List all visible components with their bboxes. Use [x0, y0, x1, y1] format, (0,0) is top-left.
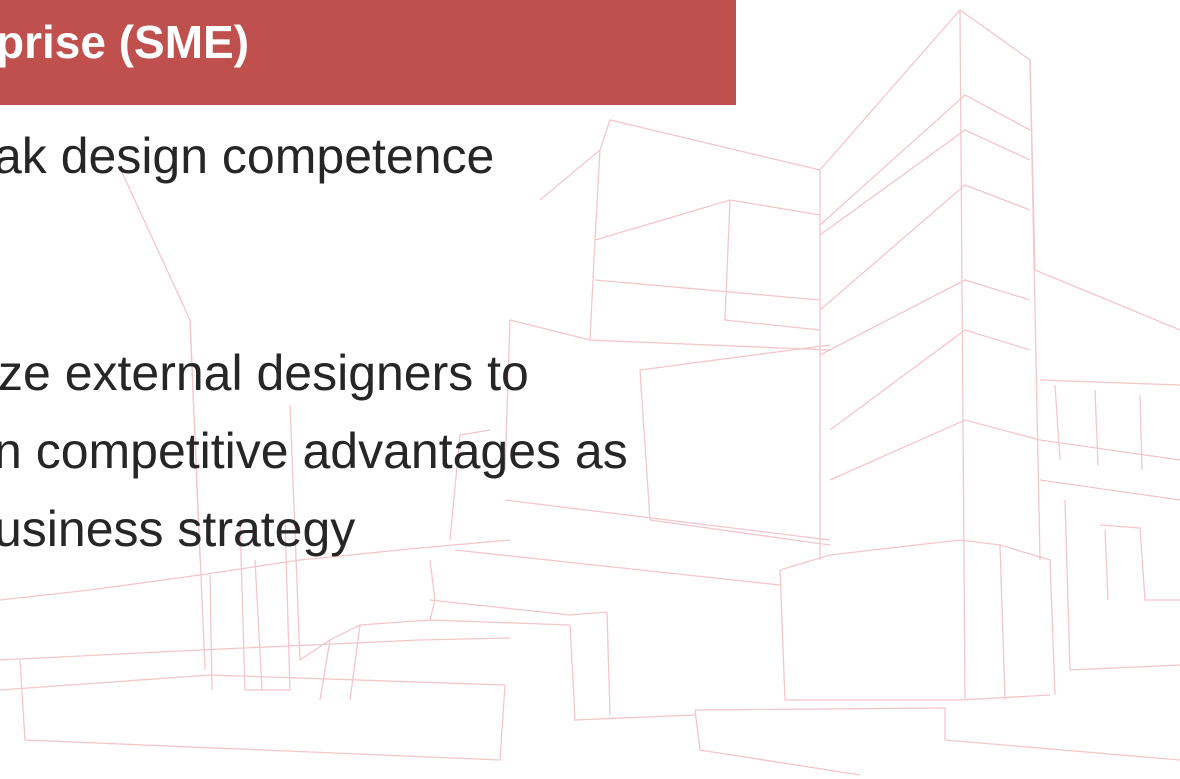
- title-bar: prise (SME): [0, 0, 736, 105]
- slide-title: prise (SME): [0, 16, 250, 68]
- bullet-line-4: usiness strategy: [0, 501, 356, 557]
- bullet-line-2: ze external designers to: [0, 345, 529, 401]
- bullet-line-3: n competitive advantages as: [0, 423, 628, 479]
- bullet-line-1: ak design competence: [0, 128, 495, 184]
